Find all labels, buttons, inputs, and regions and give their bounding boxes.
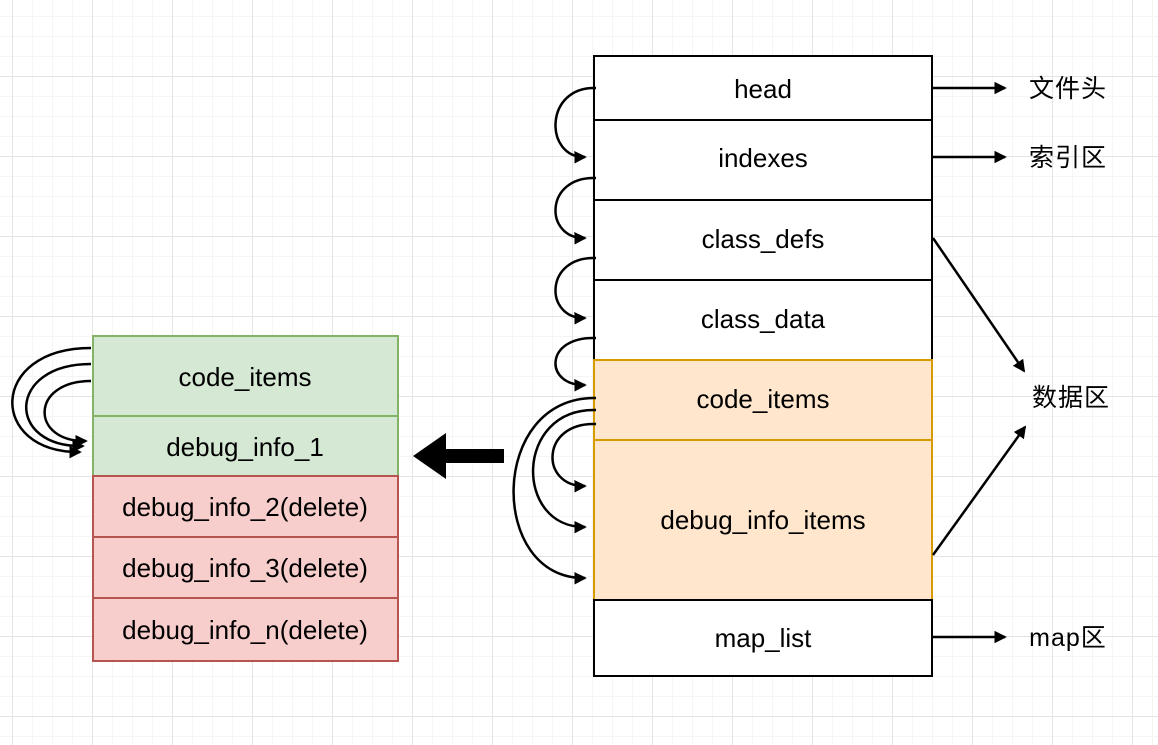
arrow-left-code-items-to-debug-info-1-middle xyxy=(25,362,92,453)
arrow-code-items-to-debug-info-inner xyxy=(551,422,597,493)
right-stack-sequential-arrows xyxy=(512,86,597,585)
left-box-debug-info-3 xyxy=(92,536,399,599)
right-box-indexes xyxy=(593,119,933,201)
left-box-debug-info-n-label: debug_info_n(delete) xyxy=(122,615,368,645)
left-box-debug-info-2-label: debug_info_2(delete) xyxy=(122,492,368,522)
arrow-class-data-to-code-items xyxy=(554,336,597,392)
right-box-class-data xyxy=(593,279,933,361)
label-file-header: 文件头 xyxy=(1029,75,1107,103)
right-box-map-list-label: map_list xyxy=(715,623,813,653)
right-box-map-list xyxy=(593,599,933,677)
left-box-debug-info-3-label: debug_info_3(delete) xyxy=(122,553,368,583)
right-box-debug-info-items-label: debug_info_items xyxy=(660,505,865,535)
right-box-class-data-label: class_data xyxy=(701,304,826,334)
label-data-area: 数据区 xyxy=(1032,384,1110,412)
arrow-head-to-indexes xyxy=(554,86,597,164)
left-box-code-items-label: code_items xyxy=(179,362,312,392)
left-box-debug-info-1 xyxy=(92,415,399,477)
arrow-code-items-to-debug-info-middle xyxy=(531,408,597,534)
left-stack-merge-arrows xyxy=(11,346,92,459)
left-box-debug-info-2 xyxy=(92,475,399,538)
label-map-area: map区 xyxy=(1029,624,1107,652)
fat-arrow-right-to-left xyxy=(413,433,504,479)
arrow-code-items-to-debug-info-outer xyxy=(512,396,597,585)
arrow-left-code-items-to-debug-info-1-outer xyxy=(11,346,92,459)
left-stack: code_items debug_info_1 debug_info_2(del… xyxy=(92,335,399,662)
right-box-head xyxy=(593,55,933,121)
arrow-class-defs-to-class-data xyxy=(554,256,597,325)
right-box-indexes-label: indexes xyxy=(718,143,808,173)
right-box-class-defs-label: class_defs xyxy=(702,224,825,254)
annotation-arrows xyxy=(931,81,1027,644)
label-index-area: 索引区 xyxy=(1029,144,1107,172)
right-box-code-items-label: code_items xyxy=(697,384,830,414)
right-box-head-label: head xyxy=(734,74,792,104)
right-box-debug-info-items xyxy=(593,439,933,601)
left-box-debug-info-1-label: debug_info_1 xyxy=(166,432,324,462)
arrow-indexes-to-class-defs xyxy=(554,176,597,245)
left-box-code-items xyxy=(92,335,399,417)
arrow-left-code-items-to-debug-info-1-inner xyxy=(43,379,92,448)
arrow-debug-info-items-to-data-area-label xyxy=(931,425,1027,556)
right-box-class-defs xyxy=(593,199,933,281)
left-box-debug-info-n xyxy=(92,597,399,662)
right-stack: head indexes class_defs class_data code_… xyxy=(593,55,933,677)
arrow-class-defs-to-data-area-label xyxy=(931,237,1026,373)
